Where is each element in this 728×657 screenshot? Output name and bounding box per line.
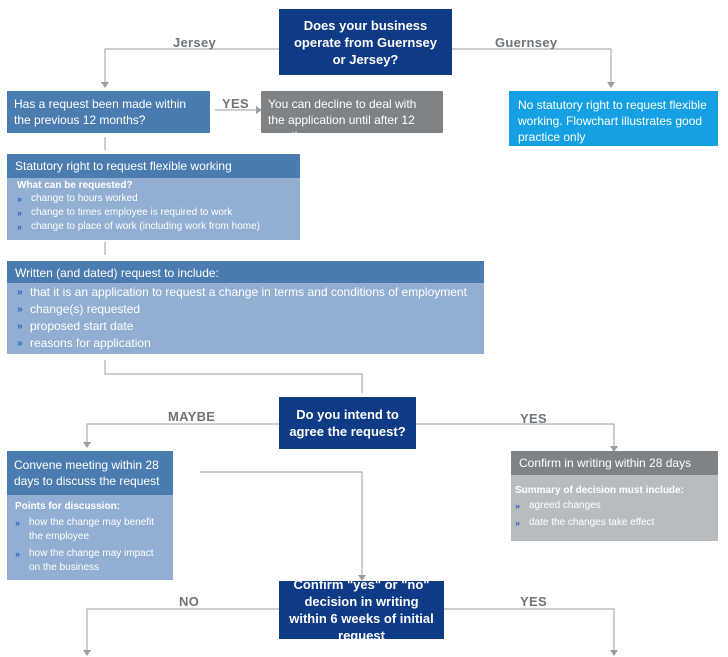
confirm28-panel: Summary of decision must include: » agree… <box>511 475 718 541</box>
bullet-icon: » <box>15 518 21 528</box>
written-item: reasons for application <box>30 336 151 350</box>
decline-text: You can decline to deal with the applica… <box>268 97 417 143</box>
bullet-icon: » <box>17 194 23 204</box>
meeting-subtitle: Points for discussion: <box>15 501 121 512</box>
meeting-title: Convene meeting within 28 days to discus… <box>14 458 160 488</box>
meeting-panel: Points for discussion: » how the change m… <box>7 495 173 580</box>
written-header: Written (and dated) request to include: <box>7 261 484 283</box>
confirm28-title: Confirm in writing within 28 days <box>519 456 692 470</box>
decline-box: You can decline to deal with the applica… <box>261 91 443 143</box>
written-item: change(s) requested <box>30 302 141 316</box>
bullet-icon: » <box>17 208 23 218</box>
statutory-item: change to times employee is required to … <box>31 207 233 218</box>
bullet-icon: » <box>17 304 23 315</box>
written-panel: » that it is an application to request a … <box>7 283 484 354</box>
meeting-item: how the change may benefit the employee <box>29 517 155 542</box>
agree-question: Do you intend to agree the request? <box>279 397 416 449</box>
confirm28-subtitle: Summary of decision must include: <box>515 485 684 496</box>
list-item: » change to times employee is required to… <box>17 206 290 220</box>
list-item: » how the change may impact on the busine… <box>15 547 165 575</box>
confirm-decision-text: Confirm "yes" or "no" decision in writin… <box>289 577 434 643</box>
list-item: » change to place of work (including work… <box>17 220 290 234</box>
agree-question-text: Do you intend to agree the request? <box>289 407 406 439</box>
written-item: that it is an application to request a c… <box>30 285 467 299</box>
statutory-header: Statutory right to request flexible work… <box>7 154 300 178</box>
statutory-item: change to hours worked <box>31 193 138 204</box>
label-jersey: Jersey <box>173 35 217 50</box>
start-question-text: Does your business operate from Guernsey… <box>293 17 438 67</box>
guernsey-note-text: No statutory right to request flexible w… <box>518 98 707 144</box>
list-item: » change(s) requested <box>17 301 474 318</box>
list-item: » how the change may benefit the employee <box>15 516 165 544</box>
meeting-header: Convene meeting within 28 days to discus… <box>7 451 173 495</box>
bullet-icon: » <box>515 518 521 528</box>
guernsey-note: No statutory right to request flexible w… <box>509 91 718 146</box>
confirm28-item: agreed changes <box>529 500 601 511</box>
label-maybe: MAYBE <box>168 409 216 424</box>
list-item: » agreed changes <box>515 499 714 513</box>
bullet-icon: » <box>17 338 23 349</box>
label-yes-request: YES <box>222 96 249 111</box>
label-yes-agree: YES <box>520 411 547 426</box>
written-item: proposed start date <box>30 319 134 333</box>
list-item: » proposed start date <box>17 318 474 335</box>
bullet-icon: » <box>17 287 23 298</box>
confirm-decision: Confirm "yes" or "no" decision in writin… <box>279 577 444 643</box>
bullet-icon: » <box>15 549 21 559</box>
statutory-subtitle: What can be requested? <box>17 180 133 191</box>
request-made-question: Has a request been made within the previ… <box>7 91 210 133</box>
statutory-title: Statutory right to request flexible work… <box>15 159 232 173</box>
list-item: » reasons for application <box>17 335 474 352</box>
label-no: NO <box>179 594 200 609</box>
start-question: Does your business operate from Guernsey… <box>279 9 452 75</box>
list-item: » date the changes take effect <box>515 516 714 530</box>
label-guernsey: Guernsey <box>495 35 558 50</box>
list-item: » change to hours worked <box>17 192 290 206</box>
statutory-item: change to place of work (including work … <box>31 221 260 232</box>
bullet-icon: » <box>17 321 23 332</box>
label-yes-confirm: YES <box>520 594 547 609</box>
bullet-icon: » <box>17 222 23 232</box>
request-made-text: Has a request been made within the previ… <box>14 97 187 127</box>
bullet-icon: » <box>515 501 521 511</box>
meeting-item: how the change may impact on the busines… <box>29 548 154 573</box>
list-item: » that it is an application to request a … <box>17 284 474 301</box>
written-title: Written (and dated) request to include: <box>15 266 219 280</box>
confirm28-item: date the changes take effect <box>529 517 655 528</box>
statutory-panel: What can be requested? » change to hours … <box>7 178 300 240</box>
confirm28-header: Confirm in writing within 28 days <box>511 451 718 475</box>
